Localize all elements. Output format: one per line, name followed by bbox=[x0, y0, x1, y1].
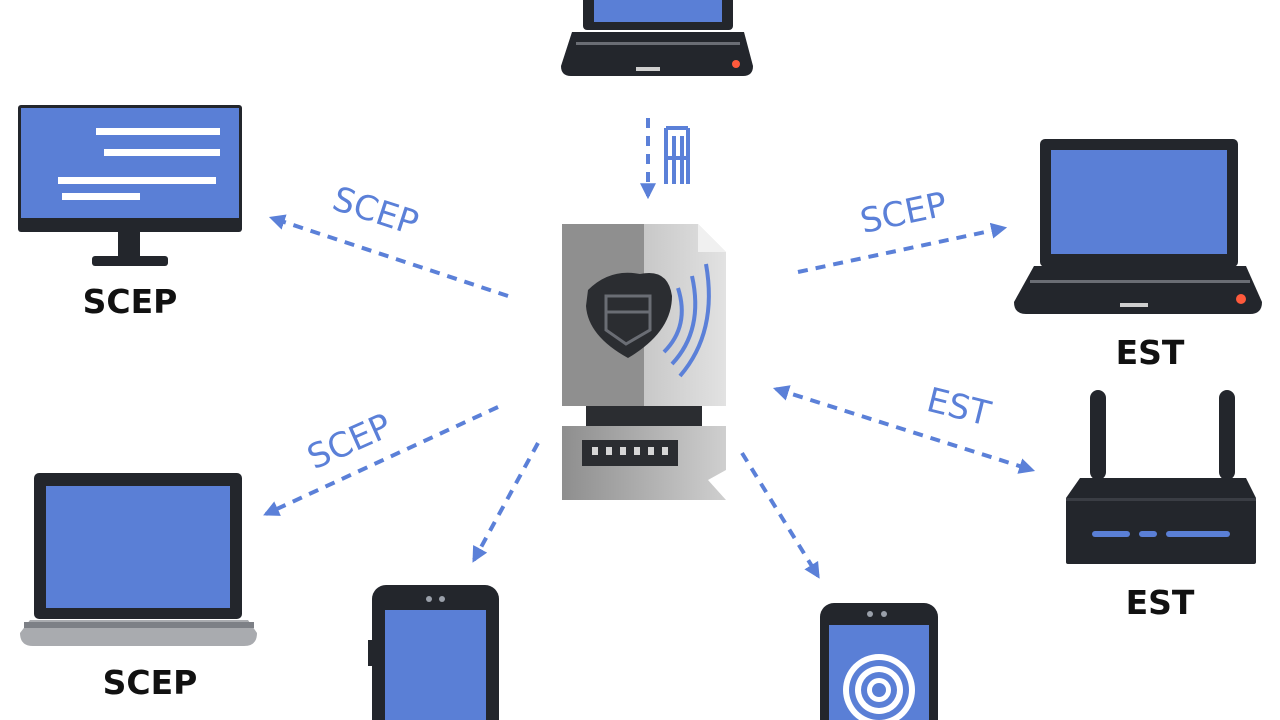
arrow-label-laptop-right: SCEP bbox=[857, 185, 951, 242]
router-icon bbox=[1066, 390, 1256, 564]
smartphone-left bbox=[368, 585, 499, 720]
desktop-monitor-icon bbox=[18, 105, 242, 266]
arrow-label-desktop: SCEP bbox=[328, 179, 423, 244]
arrow-server-to-laptop-right: SCEP bbox=[797, 185, 1008, 274]
data-stream-icon bbox=[664, 126, 690, 184]
arrow-server-to-phone-left bbox=[472, 442, 540, 563]
laptop-icon bbox=[561, 0, 753, 76]
laptop-right-label: EST bbox=[1116, 333, 1185, 372]
smartphone-right bbox=[820, 603, 938, 720]
arrow-label-laptop-left: SCEP bbox=[302, 406, 398, 478]
ca-server bbox=[562, 224, 726, 500]
arrow-server-to-desktop: SCEP bbox=[268, 179, 509, 298]
arrow-server-router-bidirectional: EST bbox=[772, 380, 1036, 474]
router-label: EST bbox=[1126, 583, 1195, 622]
arrow-top-to-server bbox=[640, 118, 690, 200]
laptop-left-label: SCEP bbox=[103, 663, 198, 702]
laptop-icon bbox=[20, 473, 257, 646]
laptop-left bbox=[20, 473, 257, 646]
laptop-right bbox=[1014, 139, 1262, 314]
target-icon bbox=[843, 654, 915, 720]
laptop-icon bbox=[1014, 139, 1262, 314]
smartphone-icon bbox=[368, 585, 499, 720]
desktop-monitor bbox=[18, 105, 242, 266]
desktop-label: SCEP bbox=[83, 282, 178, 321]
arrow-server-to-phone-right bbox=[740, 451, 820, 579]
arrow-server-to-laptop-left: SCEP bbox=[263, 405, 499, 516]
router bbox=[1066, 390, 1256, 564]
laptop-top bbox=[561, 0, 753, 76]
arrow-label-router: EST bbox=[923, 380, 995, 434]
ca-server-shield-icon bbox=[562, 224, 726, 500]
